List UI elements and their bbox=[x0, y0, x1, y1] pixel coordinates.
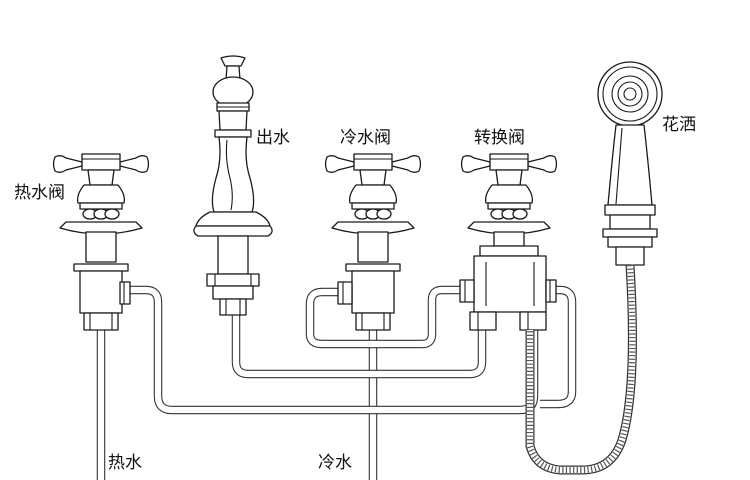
diverter-valve bbox=[459, 153, 558, 331]
pipes bbox=[96, 285, 577, 480]
hot-water-valve bbox=[52, 153, 150, 331]
hand-shower bbox=[525, 61, 663, 475]
diverter-to-spout-pipe bbox=[231, 315, 487, 379]
shower-label: 花洒 bbox=[662, 115, 696, 135]
spout-label: 出水 bbox=[256, 128, 290, 148]
diverter-to-hose-pipe bbox=[540, 285, 577, 409]
spout bbox=[193, 55, 273, 316]
shower-hose bbox=[525, 264, 637, 475]
diverter-valve-label: 转换阀 bbox=[474, 128, 525, 148]
hot-water-label: 热水 bbox=[108, 453, 142, 473]
hot-valve-label: 热水阀 bbox=[14, 183, 65, 203]
labels: 热水阀 出水 冷水阀 转换阀 花洒 热水 冷水 bbox=[14, 115, 696, 473]
cold-water-valve bbox=[324, 153, 422, 331]
cold-valve-label: 冷水阀 bbox=[340, 128, 391, 148]
cold-to-diverter-pipe bbox=[305, 285, 460, 349]
cold-water-label: 冷水 bbox=[318, 453, 352, 473]
